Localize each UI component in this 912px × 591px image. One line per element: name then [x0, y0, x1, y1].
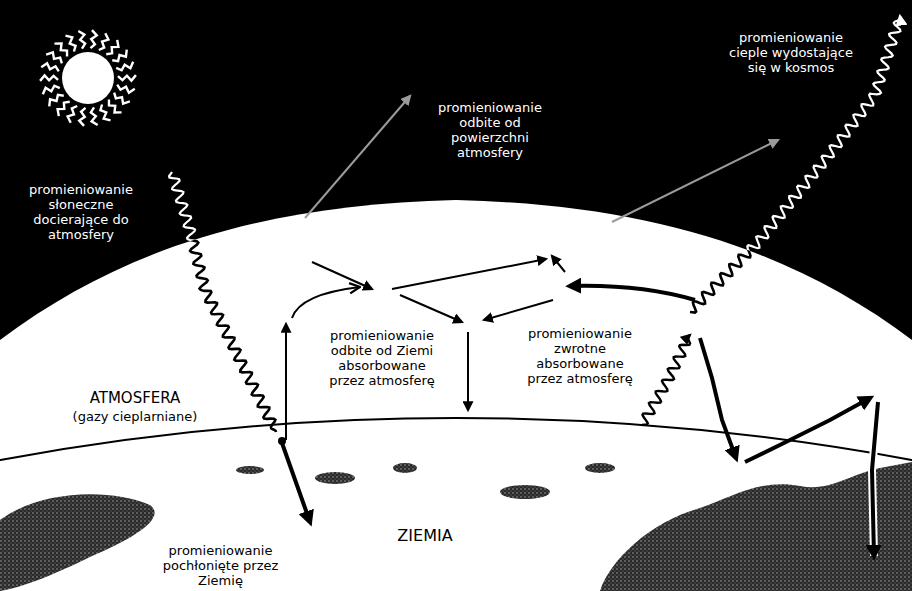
land-mass	[315, 472, 355, 484]
absorbed-arrow	[552, 256, 565, 272]
back-radiation-arrow	[700, 338, 736, 458]
reflected-ray	[305, 96, 410, 218]
atmosphere-label: ATMOSFERA	[60, 390, 210, 407]
heat-wave	[642, 335, 690, 425]
radiation-label: promieniowanie pochłonięte przez Ziemię	[148, 543, 293, 588]
sun-ray	[100, 104, 110, 120]
sun-ray	[49, 95, 64, 106]
sun-ray	[40, 75, 58, 80]
sun-ray	[46, 52, 62, 63]
absorbed-arrow	[400, 295, 462, 322]
radiation-arrows	[169, 16, 900, 556]
sun-ray	[43, 86, 60, 95]
sun-ray	[116, 62, 133, 71]
land-mass	[236, 466, 264, 474]
absorbed-arrow	[467, 332, 469, 410]
earth-label: ZIEMIA	[375, 527, 475, 545]
sun-ray	[118, 75, 136, 80]
radiation-label: promieniowanie odbite od Ziemi absorbowa…	[322, 328, 442, 388]
land-mass	[500, 485, 550, 499]
sun-ray	[58, 102, 70, 116]
radiation-label: promieniowanie zwrotne absorbowane przez…	[520, 326, 640, 386]
heat-wave	[690, 16, 900, 313]
impact-dot	[278, 437, 286, 445]
sun-disc	[62, 52, 114, 104]
land-mass	[0, 494, 155, 591]
absorbed-arrow	[312, 262, 372, 289]
sun-ray	[106, 40, 118, 54]
sun-ray	[109, 99, 122, 112]
land-mass	[585, 463, 615, 473]
back-radiation-arrow	[872, 402, 878, 556]
land-mass	[393, 463, 417, 473]
sun-ray	[99, 33, 109, 50]
absorbed-by-earth-arrow	[282, 443, 310, 522]
arrow-halo	[872, 402, 878, 556]
sun-ray	[65, 36, 75, 52]
sun-ray	[114, 93, 130, 104]
atmosphere-note: (gazy cieplarniane)	[50, 409, 220, 424]
radiation-label: promieniowanie odbite od powierzchni atm…	[430, 100, 550, 160]
earth-reflected-arrow	[285, 324, 287, 440]
reflected-ray	[612, 140, 778, 222]
sun-ray	[68, 106, 78, 123]
sun-ray	[112, 50, 127, 61]
radiation-label: promieniowanie cieple wydostające się w …	[720, 30, 862, 75]
sun-symbol	[40, 30, 136, 126]
solar-wave	[169, 172, 276, 432]
back-radiation-arrow	[745, 398, 870, 462]
sun-ray	[90, 30, 96, 48]
sun-ray	[91, 107, 98, 125]
back-radiation-arrow	[570, 286, 695, 300]
land-masses	[0, 462, 912, 591]
absorbed-arrow	[484, 300, 553, 320]
earth-surface	[0, 418, 912, 591]
sun-ray	[79, 108, 85, 126]
sun-ray	[54, 43, 67, 56]
land-mass	[600, 462, 912, 591]
sun-ray	[78, 31, 85, 49]
solar-wave	[169, 172, 276, 432]
sun-ray	[117, 85, 135, 93]
radiation-label: promieniowanie słoneczne docierające do …	[20, 182, 142, 242]
absorbed-arrow	[392, 259, 546, 289]
heat-wave	[690, 16, 900, 313]
sun-ray	[41, 63, 59, 71]
absorbed-arrow	[292, 287, 360, 318]
